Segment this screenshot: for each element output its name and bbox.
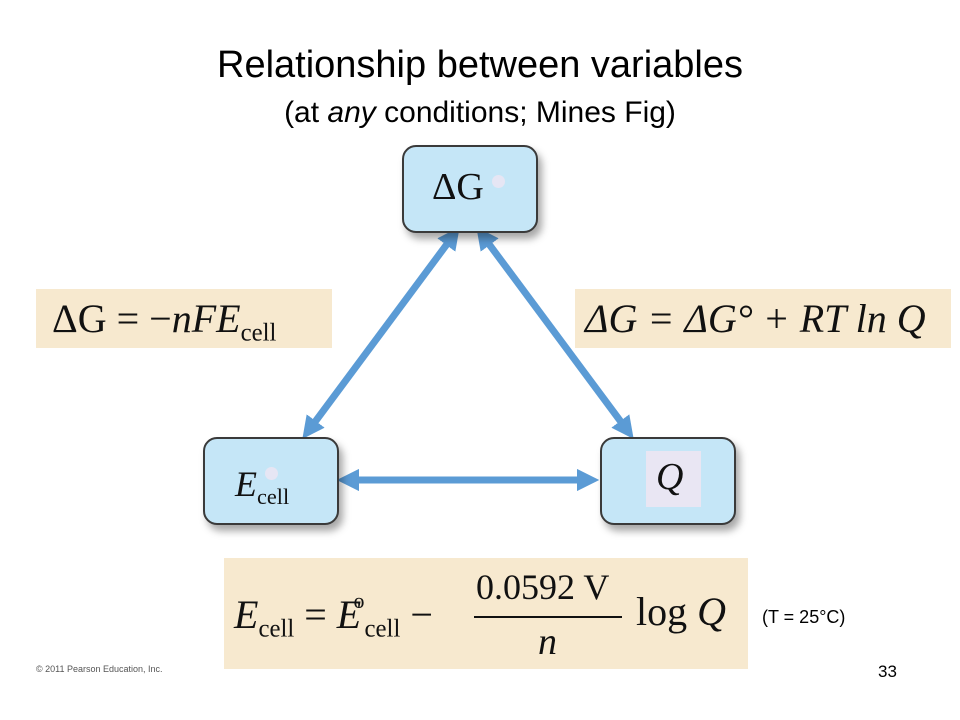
slide-subtitle: (at any conditions; Mines Fig) <box>284 96 676 129</box>
slide-title: Relationship between variables <box>217 44 743 86</box>
arrow-dg-ecell <box>302 227 460 439</box>
bullet-dot <box>265 467 278 480</box>
page-number: 33 <box>878 662 897 681</box>
node-delta-g: ΔG <box>402 145 538 233</box>
nernst-denominator: n <box>538 621 557 663</box>
nernst-numerator: 0.0592 V <box>476 567 610 607</box>
fraction-bar <box>474 616 622 618</box>
node-q: Q <box>600 437 736 525</box>
q-highlight <box>646 451 701 507</box>
nernst-log-term: log Q <box>636 589 727 634</box>
q-symbol: Q <box>656 456 684 498</box>
equation-gibbs-q: ΔG = ΔG° + RT ln Q <box>575 289 951 348</box>
copyright-notice: © 2011 Pearson Education, Inc. <box>36 664 163 674</box>
node-e-cell: Ecell <box>203 437 339 525</box>
bullet-dot <box>492 175 505 188</box>
equation-nernst: Ecell = Eocell − 0.0592 V n log Q <box>224 558 748 669</box>
equation-gibbs-ecell: ΔG = −nFEcell <box>36 289 332 348</box>
temperature-note: (T = 25°C) <box>762 607 846 627</box>
arrow-dg-q <box>476 227 634 439</box>
delta-g-symbol: ΔG <box>432 166 484 208</box>
e-cell-symbol: Ecell <box>235 464 290 509</box>
nernst-lhs: Ecell = Eocell − <box>234 588 433 643</box>
